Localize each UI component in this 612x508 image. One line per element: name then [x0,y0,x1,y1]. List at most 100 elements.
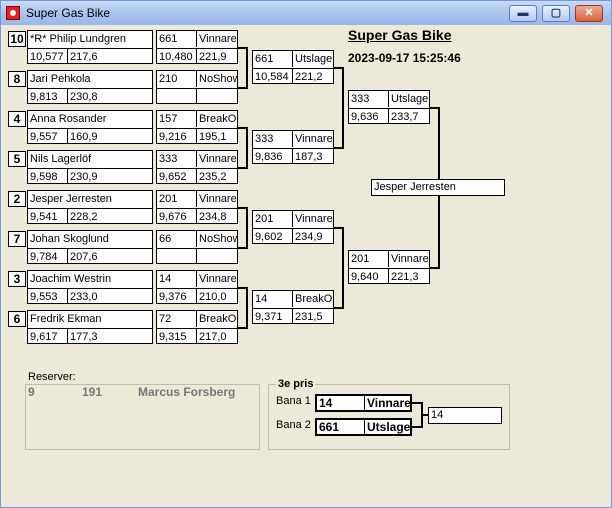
heat-result: BreakOut [199,113,237,125]
bracket-connector [238,327,247,329]
bracket-connector [430,267,439,269]
racer-speed: 207,6 [68,248,152,264]
bracket-connector [238,47,247,49]
heat-slot[interactable]: 72 BreakOut 9,315 217,0 [156,310,238,344]
lane1-bike-number: 14 [317,396,365,410]
racer-time: 9,598 [28,168,68,184]
heat-slot[interactable]: 201 Vinnare 9,640 221,3 [348,250,430,284]
heat-slot[interactable]: 333 Vinnare 9,652 235,2 [156,150,238,184]
racer-speed: 233,0 [68,288,152,304]
close-button[interactable]: ✕ [575,5,603,22]
racer-slot[interactable]: Anna Rosander 9,557 160,9 [27,110,153,144]
third-place-winner-box[interactable]: 14 [428,407,502,424]
racer-slot[interactable]: Johan Skoglund 9,784 207,6 [27,230,153,264]
reserves-panel [25,384,260,450]
lane2-result: Utslagen [367,420,410,434]
third-place-panel [268,384,510,450]
lane2-entry[interactable]: 661 Utslagen [315,418,412,436]
heat-speed: 221,9 [197,48,237,64]
racer-slot[interactable]: Fredrik Ekman 9,617 177,3 [27,310,153,344]
racer-name: Anna Rosander [30,113,107,125]
heat-result: Vinnare [295,133,333,145]
heat-time: 10,480 [157,48,197,64]
racer-slot[interactable]: *R* Philip Lundgren 10,577 217,6 [27,30,153,64]
bike-number: 14 [157,271,197,287]
bracket-connector [412,402,422,404]
bracket-connector [334,227,343,229]
heat-speed [197,88,237,104]
racer-speed: 177,3 [68,328,152,344]
heat-result: Utslagen [391,93,429,105]
seed-number: 10 [8,31,26,47]
racer-slot[interactable]: Joachim Westrin 9,553 233,0 [27,270,153,304]
heat-slot[interactable]: 333 Utslagen 9,636 233,7 [348,90,430,124]
racer-time: 9,553 [28,288,68,304]
racer-time: 9,813 [28,88,68,104]
racer-speed: 217,6 [68,48,152,64]
heat-time: 9,602 [253,228,293,244]
window-title: Super Gas Bike [26,6,111,20]
heat-time: 9,315 [157,328,197,344]
seed-number: 4 [8,111,26,127]
heat-slot[interactable]: 157 BreakOut 9,216 195,1 [156,110,238,144]
heat-slot[interactable]: 201 Vinnare 9,602 234,9 [252,210,334,244]
racer-name: Fredrik Ekman [30,313,102,325]
title-bar[interactable]: Super Gas Bike ▬ ▢ ✕ [1,1,611,25]
racer-name: Johan Skoglund [30,233,109,245]
bike-number: 333 [253,131,293,147]
heat-slot[interactable]: 201 Vinnare 9,676 234,8 [156,190,238,224]
seed-number: 5 [8,151,26,167]
event-datetime: 2023-09-17 15:25:46 [348,51,461,65]
racer-name: Nils Lagerlöf [30,153,92,165]
bike-number: 157 [157,111,197,127]
heat-speed: 187,3 [293,148,333,164]
bracket-connector [238,127,247,129]
app-icon [6,6,20,20]
heat-speed: 221,2 [293,68,333,84]
heat-speed: 221,3 [389,268,429,284]
winner-box[interactable]: Jesper Jerresten [371,179,505,196]
bracket-connector [421,414,428,416]
racer-slot[interactable]: Jari Pehkola 9,813 230,8 [27,70,153,104]
heat-time: 9,836 [253,148,293,164]
heat-result: BreakOut [295,293,333,305]
heat-result: Vinnare [295,213,333,225]
heat-time: 9,652 [157,168,197,184]
seed-number: 2 [8,191,26,207]
bracket-connector [246,287,248,329]
maximize-button[interactable]: ▢ [542,5,570,22]
racer-slot[interactable]: Jesper Jerresten 9,541 228,2 [27,190,153,224]
heat-result: NoShow [199,233,237,245]
reserve-position: 9 [28,385,35,399]
bracket-connector [246,127,248,169]
heat-slot[interactable]: 210 NoShow [156,70,238,104]
bike-number: 201 [349,251,389,267]
bracket-connector [342,67,344,149]
heat-time: 9,636 [349,108,389,124]
heat-slot[interactable]: 66 NoShow [156,230,238,264]
racer-time: 9,541 [28,208,68,224]
bike-number: 66 [157,231,197,247]
racer-speed: 230,8 [68,88,152,104]
minimize-button[interactable]: ▬ [509,5,537,22]
bracket-connector [334,307,343,309]
racer-speed: 160,9 [68,128,152,144]
lane1-entry[interactable]: 14 Vinnare [315,394,412,412]
heat-result: Utslagen [295,53,333,65]
heat-speed: 235,2 [197,168,237,184]
heat-time [157,88,197,104]
heat-slot[interactable]: 14 Vinnare 9,376 210,0 [156,270,238,304]
heat-time [157,248,197,264]
bracket-connector [342,227,344,309]
bracket-area: Super Gas Bike 2023-09-17 15:25:46 10 8 … [2,25,610,507]
racer-speed: 230,9 [68,168,152,184]
bracket-connector [430,107,439,109]
heat-slot[interactable]: 333 Vinnare 9,836 187,3 [252,130,334,164]
heat-slot[interactable]: 661 Utslagen 10,584 221,2 [252,50,334,84]
heat-slot[interactable]: 14 BreakOut 9,371 231,5 [252,290,334,324]
bracket-connector [238,167,247,169]
bracket-connector [334,147,343,149]
heat-slot[interactable]: 661 Vinnare 10,480 221,9 [156,30,238,64]
bike-number: 333 [157,151,197,167]
racer-slot[interactable]: Nils Lagerlöf 9,598 230,9 [27,150,153,184]
